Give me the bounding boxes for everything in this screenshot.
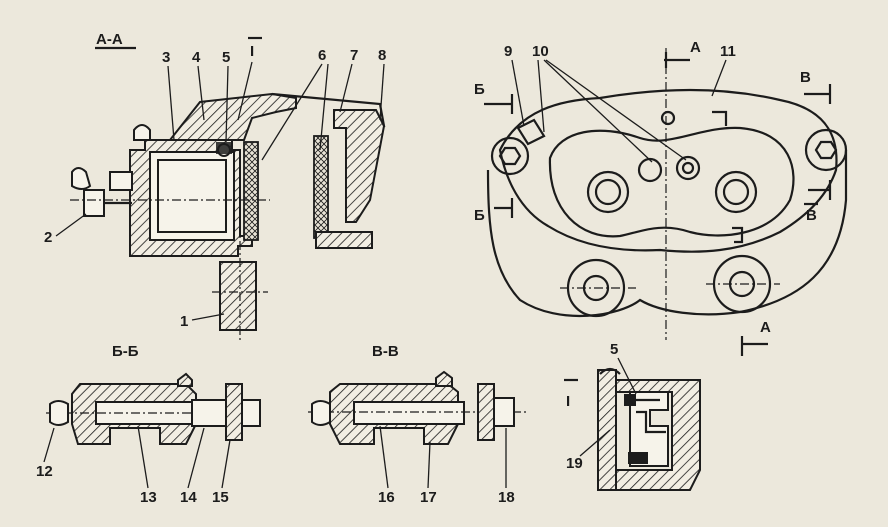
- callout-3: 3: [162, 49, 170, 66]
- callout-8: 8: [378, 47, 386, 64]
- callout-19: 19: [566, 455, 583, 472]
- view-front: А А Б Б В В: [474, 39, 848, 356]
- callouts-front: 9 10 11: [504, 43, 736, 163]
- view-vv: В-В: [308, 343, 526, 445]
- callout-2: 2: [44, 229, 52, 246]
- callout-5-detail: 5: [610, 341, 618, 358]
- marker-b-top: Б: [474, 81, 485, 98]
- callout-13: 13: [140, 489, 157, 506]
- callout-14: 14: [180, 489, 197, 506]
- callouts-detail: 5 19: [566, 341, 637, 472]
- view-detail: I: [564, 367, 701, 491]
- callout-11: 11: [720, 43, 736, 60]
- marker-a-bottom: А: [760, 319, 771, 336]
- section-title-aa: А-А: [96, 31, 123, 48]
- marker-v-bottom: В: [806, 207, 817, 224]
- marker-a-top: А: [690, 39, 701, 56]
- callout-15: 15: [212, 489, 229, 506]
- section-title-vv: В-В: [372, 343, 399, 360]
- section-title-detail: I: [566, 393, 570, 410]
- view-bb: Б-Б: [46, 343, 262, 445]
- callout-10: 10: [532, 43, 549, 60]
- callout-9: 9: [504, 43, 512, 60]
- callout-5: 5: [222, 49, 230, 66]
- section-title-bb: Б-Б: [112, 343, 139, 360]
- view-aa: А-А: [70, 31, 386, 340]
- marker-b-bottom: Б: [474, 207, 485, 224]
- marker-v-top: В: [800, 69, 811, 86]
- callout-4: 4: [192, 49, 201, 66]
- callouts-vv: 16 17 18: [378, 425, 515, 506]
- callouts-bb: 12 13 14 15: [36, 425, 231, 506]
- callouts-aa: 1 2 3 4 5 I 6 7 8: [44, 36, 386, 330]
- callout-6: 6: [318, 47, 326, 64]
- callout-16: 16: [378, 489, 395, 506]
- callout-18: 18: [498, 489, 515, 506]
- callout-12: 12: [36, 463, 53, 480]
- callout-1: 1: [180, 313, 188, 330]
- callout-7: 7: [350, 47, 358, 64]
- callout-17: 17: [420, 489, 437, 506]
- detail-ref-marker: I: [250, 43, 254, 60]
